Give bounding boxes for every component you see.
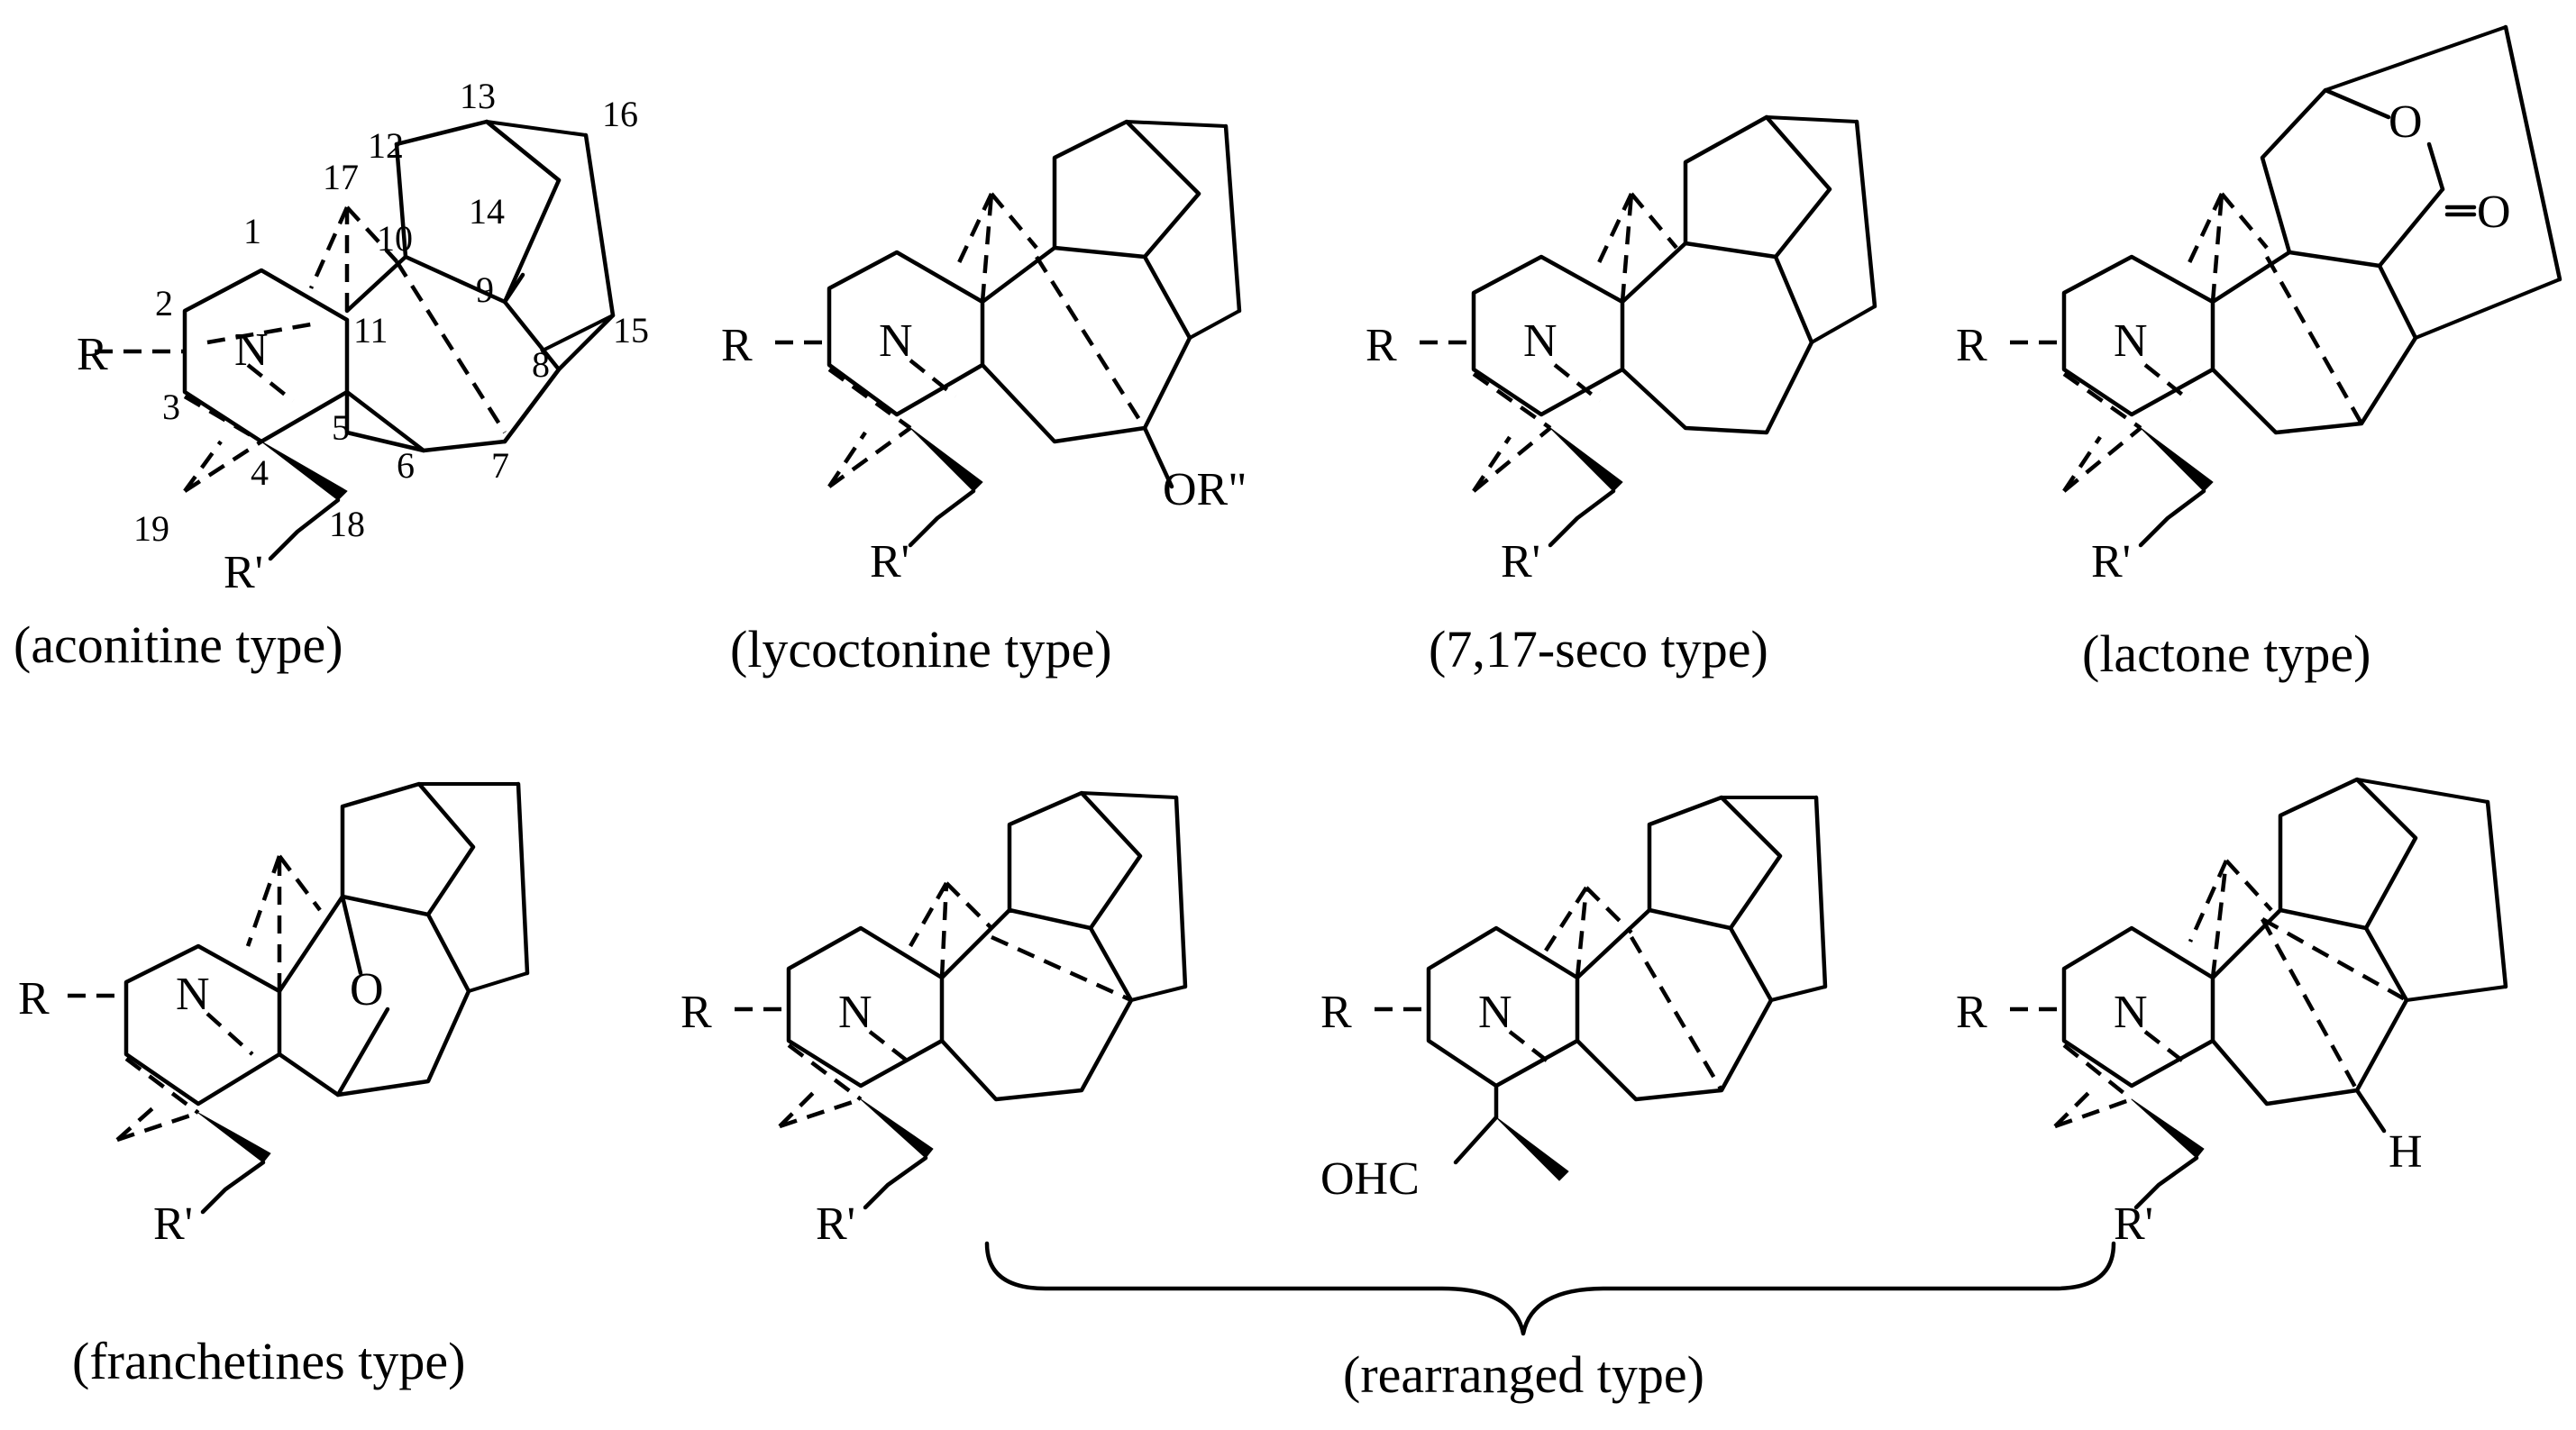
nitrogen-atom: N xyxy=(176,969,210,1020)
hydrogen-atom: H xyxy=(2389,1126,2423,1178)
r-group: R xyxy=(1366,320,1397,371)
structure-rearranged-c: N R R' H xyxy=(1956,777,2508,1250)
structure-7-17-seco: N R R' (7,17-seco type) xyxy=(1366,114,1877,679)
ring-oxygen-atom: O xyxy=(2389,96,2423,148)
caption-rearranged: (rearranged type) xyxy=(1343,1345,1704,1404)
or-double-prime-group: OR" xyxy=(1163,464,1247,515)
r-prime-group: R' xyxy=(816,1198,855,1250)
r-prime-group: R' xyxy=(153,1198,193,1250)
r-group: R xyxy=(721,320,753,371)
locant: 13 xyxy=(460,76,496,116)
nitrogen-atom: N xyxy=(838,987,872,1038)
locant: 16 xyxy=(602,94,638,134)
structure-lycoctonine: N R R' OR" (lycoctonine type) xyxy=(721,119,1247,679)
r-group: R xyxy=(1956,320,1987,371)
locant: 12 xyxy=(368,125,404,166)
carbonyl-oxygen-atom: O xyxy=(2477,187,2511,238)
nitrogen-atom: N xyxy=(2114,987,2148,1038)
caption-lactone: (lactone type) xyxy=(2082,624,2370,683)
ether-oxygen-atom: O xyxy=(350,964,384,1016)
locant: 9 xyxy=(476,269,494,310)
locant: 10 xyxy=(377,218,413,259)
locant: 1 xyxy=(243,211,261,251)
caption-aconitine: (aconitine type) xyxy=(14,615,343,674)
locant: 8 xyxy=(532,344,550,385)
nitrogen-atom: N xyxy=(234,324,269,376)
locant: 7 xyxy=(491,445,509,486)
nitrogen-atom: N xyxy=(1523,315,1557,367)
locant: 17 xyxy=(323,157,359,197)
structure-lactone: N R R' O O (lactone type) xyxy=(1956,24,2562,683)
structure-franchetines: N R R' O (franchetines type) xyxy=(18,781,530,1390)
locant: 6 xyxy=(397,445,415,486)
r-prime-group: R' xyxy=(224,547,263,598)
r-group: R xyxy=(681,987,712,1038)
nitrogen-atom: N xyxy=(1478,987,1512,1038)
r-group: R xyxy=(1320,987,1352,1038)
r-prime-group: R' xyxy=(1501,536,1540,587)
locant: 18 xyxy=(329,504,365,544)
locant: 5 xyxy=(332,407,350,448)
locant: 4 xyxy=(251,452,269,493)
r-group: R xyxy=(1956,987,1987,1038)
nitrogen-atom: N xyxy=(2114,315,2148,367)
nitrogen-atom: N xyxy=(879,315,913,367)
structure-aconitine: N R R' 1 2 3 4 5 6 7 8 9 10 11 12 13 14 … xyxy=(14,76,649,674)
structure-rearranged-b: N R OHC xyxy=(1320,795,1828,1205)
caption-lycoctonine: (lycoctonine type) xyxy=(730,620,1112,679)
locant: 15 xyxy=(613,310,649,351)
r-prime-group: R' xyxy=(2114,1198,2153,1250)
structure-rearranged-a: N R R' xyxy=(681,790,1188,1250)
caption-7-17-seco: (7,17-seco type) xyxy=(1429,620,1768,679)
grouping-brace xyxy=(984,1241,2116,1336)
locant: 11 xyxy=(353,310,388,351)
aldehyde-group: OHC xyxy=(1320,1153,1420,1205)
r-prime-group: R' xyxy=(870,536,909,587)
locant: 3 xyxy=(162,387,180,427)
r-group: R xyxy=(77,329,108,380)
locant: 2 xyxy=(155,283,173,323)
locant: 19 xyxy=(133,508,169,549)
r-group: R xyxy=(18,973,50,1025)
locant: 14 xyxy=(469,191,505,232)
caption-franchetines: (franchetines type) xyxy=(72,1332,465,1390)
r-prime-group: R' xyxy=(2091,536,2131,587)
